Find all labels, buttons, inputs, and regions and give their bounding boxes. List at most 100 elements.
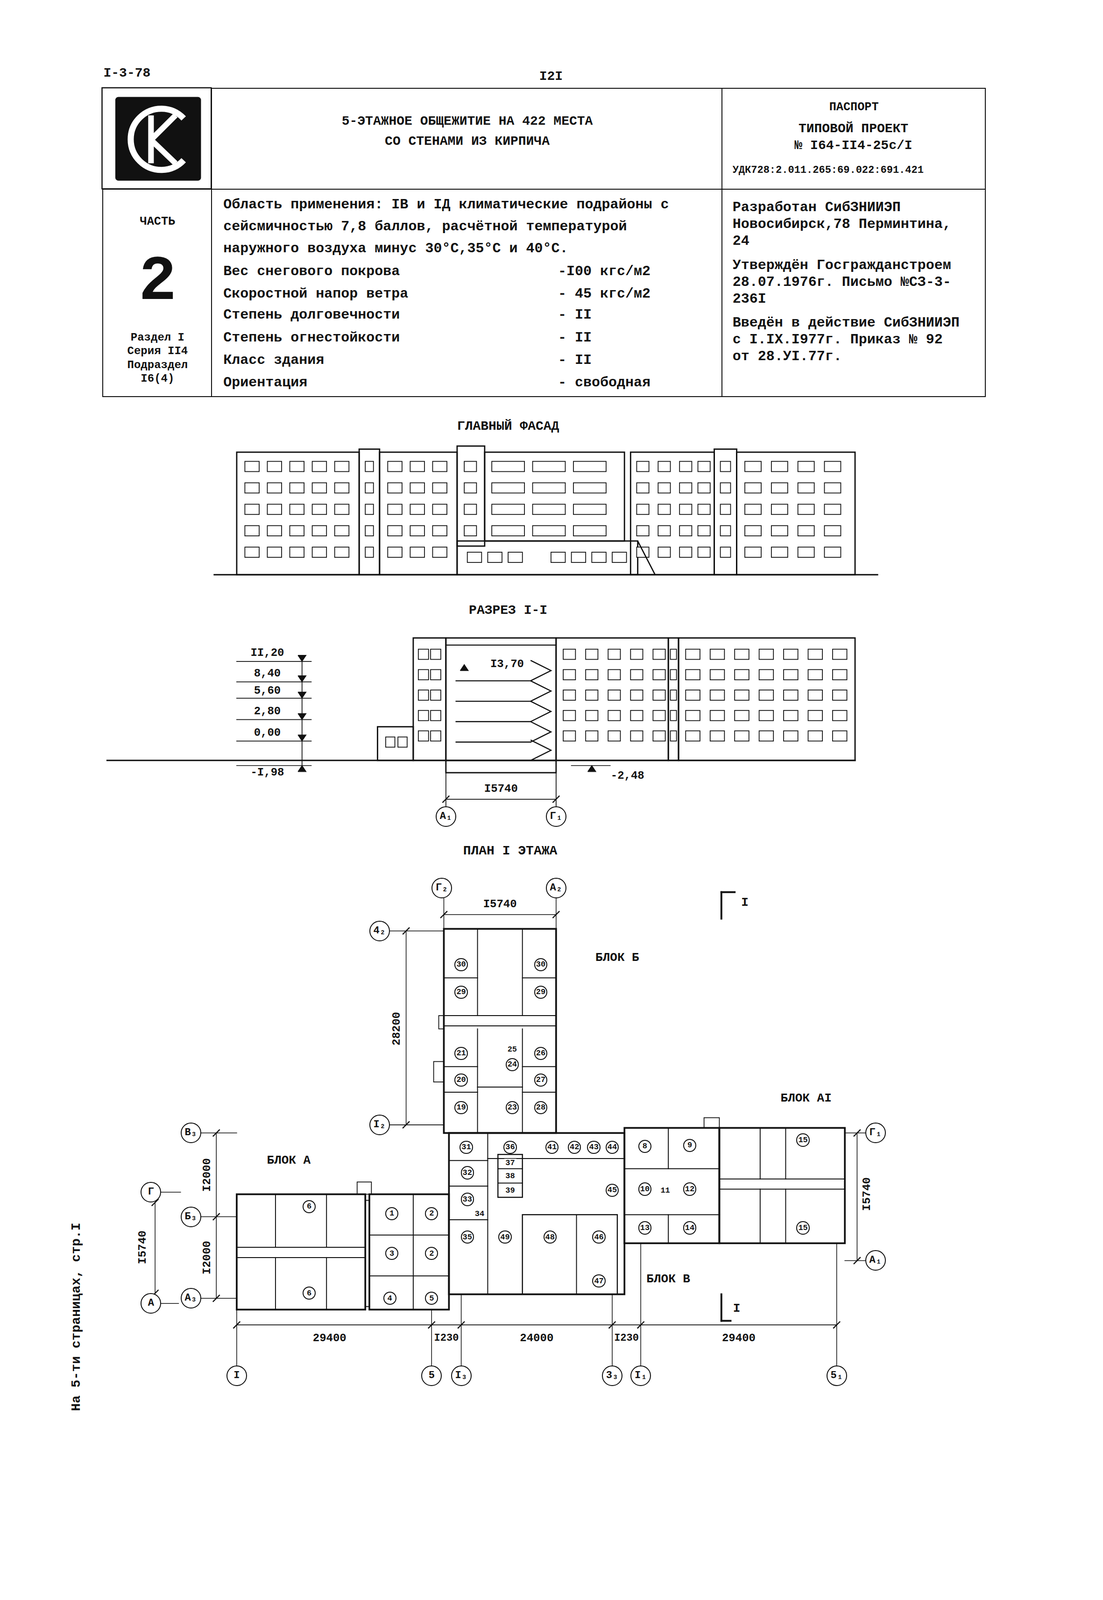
section-wall (445, 637, 557, 761)
dimension-line (443, 913, 556, 915)
level-line (571, 764, 611, 766)
dimension-tick (403, 1121, 410, 1128)
facade-window (244, 546, 260, 558)
facade-window (698, 503, 711, 515)
room-number: 2 (424, 1246, 439, 1260)
annotation: I5740 (481, 898, 519, 910)
room-number: 37 (503, 1158, 517, 1167)
section-window (832, 689, 848, 700)
dimension-tick (442, 795, 559, 802)
facade-window (432, 525, 447, 536)
dimension-line (445, 772, 557, 807)
annotation: I230 (612, 1332, 641, 1344)
marker-text: 24 (507, 1060, 517, 1068)
annotation: I (731, 1301, 743, 1315)
section-wall (377, 637, 856, 773)
marker-text: I₂ (373, 1119, 386, 1130)
marker-text: 26 (536, 1048, 546, 1057)
annotation: I3,70 (488, 658, 526, 670)
marker-text: А₃ (184, 1292, 197, 1303)
section-window (734, 730, 750, 741)
facade-window (636, 461, 649, 472)
marker-text: Г₁ (550, 811, 563, 822)
section-window (783, 649, 799, 660)
plan-partition (576, 1214, 578, 1294)
level-line (236, 719, 312, 721)
dimension-tick (152, 911, 861, 1328)
facade-window (771, 461, 788, 472)
section-window (608, 689, 621, 700)
plan-room (497, 1153, 618, 1294)
marker-text: 4₂ (373, 925, 386, 936)
plan-wall (624, 1127, 720, 1243)
axis-marker: А₁ (435, 806, 457, 827)
section-slab (456, 721, 531, 722)
section-window (710, 710, 725, 721)
room-number: 32 (460, 1165, 474, 1179)
facade-window (312, 461, 327, 472)
axis-marker: Г₂ (431, 877, 453, 898)
stair-flight (530, 680, 552, 701)
marker-text: 12 (685, 1184, 695, 1193)
marker-text: 33 (462, 1194, 473, 1203)
plan-partition (667, 1127, 669, 1168)
section-window (832, 669, 848, 680)
marker-text: 27 (536, 1075, 546, 1084)
annotation: БЛОК А (265, 1153, 313, 1167)
section-window (685, 710, 700, 721)
section-window (783, 669, 799, 680)
section-window (670, 730, 677, 741)
section-window (685, 649, 700, 660)
heading: ПЛАН I ЭТАЖА (461, 844, 559, 858)
dimension-line (836, 1242, 838, 1365)
facade-window (532, 461, 566, 472)
section-wall (678, 637, 856, 761)
plan-partition (443, 1065, 478, 1067)
room-number: 28 (534, 1100, 548, 1114)
facade-window (657, 503, 671, 515)
plan-wall (236, 928, 845, 1309)
logo-c (130, 108, 184, 170)
facade-window (289, 546, 305, 558)
section-window (630, 710, 643, 721)
plan-partition (448, 1218, 488, 1220)
facade-window (573, 503, 607, 515)
plan-partition (236, 1246, 366, 1248)
cell-text: - II (558, 349, 712, 372)
facade-window (571, 551, 587, 563)
plan-partition (365, 1305, 370, 1307)
axis-marker: Г₁ (865, 1122, 886, 1143)
facade-window (312, 503, 327, 515)
logo-cell (102, 87, 212, 189)
facade-wall (736, 452, 856, 575)
section-window (608, 730, 621, 741)
marker-text: I₁ (634, 1370, 647, 1381)
axis-marker: 4₂ (369, 920, 390, 941)
facade-window (464, 525, 477, 536)
cell-text: Класс здания (223, 349, 530, 372)
facade-window (491, 482, 525, 494)
dimension-tick (440, 911, 447, 918)
room-number: 12 (683, 1181, 697, 1195)
cell-text: Скоростной напор ветра (223, 282, 530, 305)
section-window (710, 689, 725, 700)
level-mark (297, 734, 306, 741)
marker-text: 31 (461, 1142, 471, 1151)
annotation: 2,80 (252, 705, 283, 717)
plan-partition (236, 928, 845, 1309)
section-window (630, 649, 643, 660)
facade-window (334, 525, 350, 536)
plan-partition (477, 928, 479, 1016)
room-number: 15 (796, 1220, 810, 1234)
plan-partition (275, 1193, 276, 1247)
facade-window (491, 461, 525, 472)
section-window (652, 730, 665, 741)
table-cell: Разработан СибЗНИИЭП Новосибирск,78 Перм… (721, 188, 986, 397)
facade-window (267, 503, 282, 515)
plan-partition (719, 1188, 845, 1190)
facade-window (432, 461, 447, 472)
facade-window (312, 546, 327, 558)
logo-k (150, 115, 176, 164)
